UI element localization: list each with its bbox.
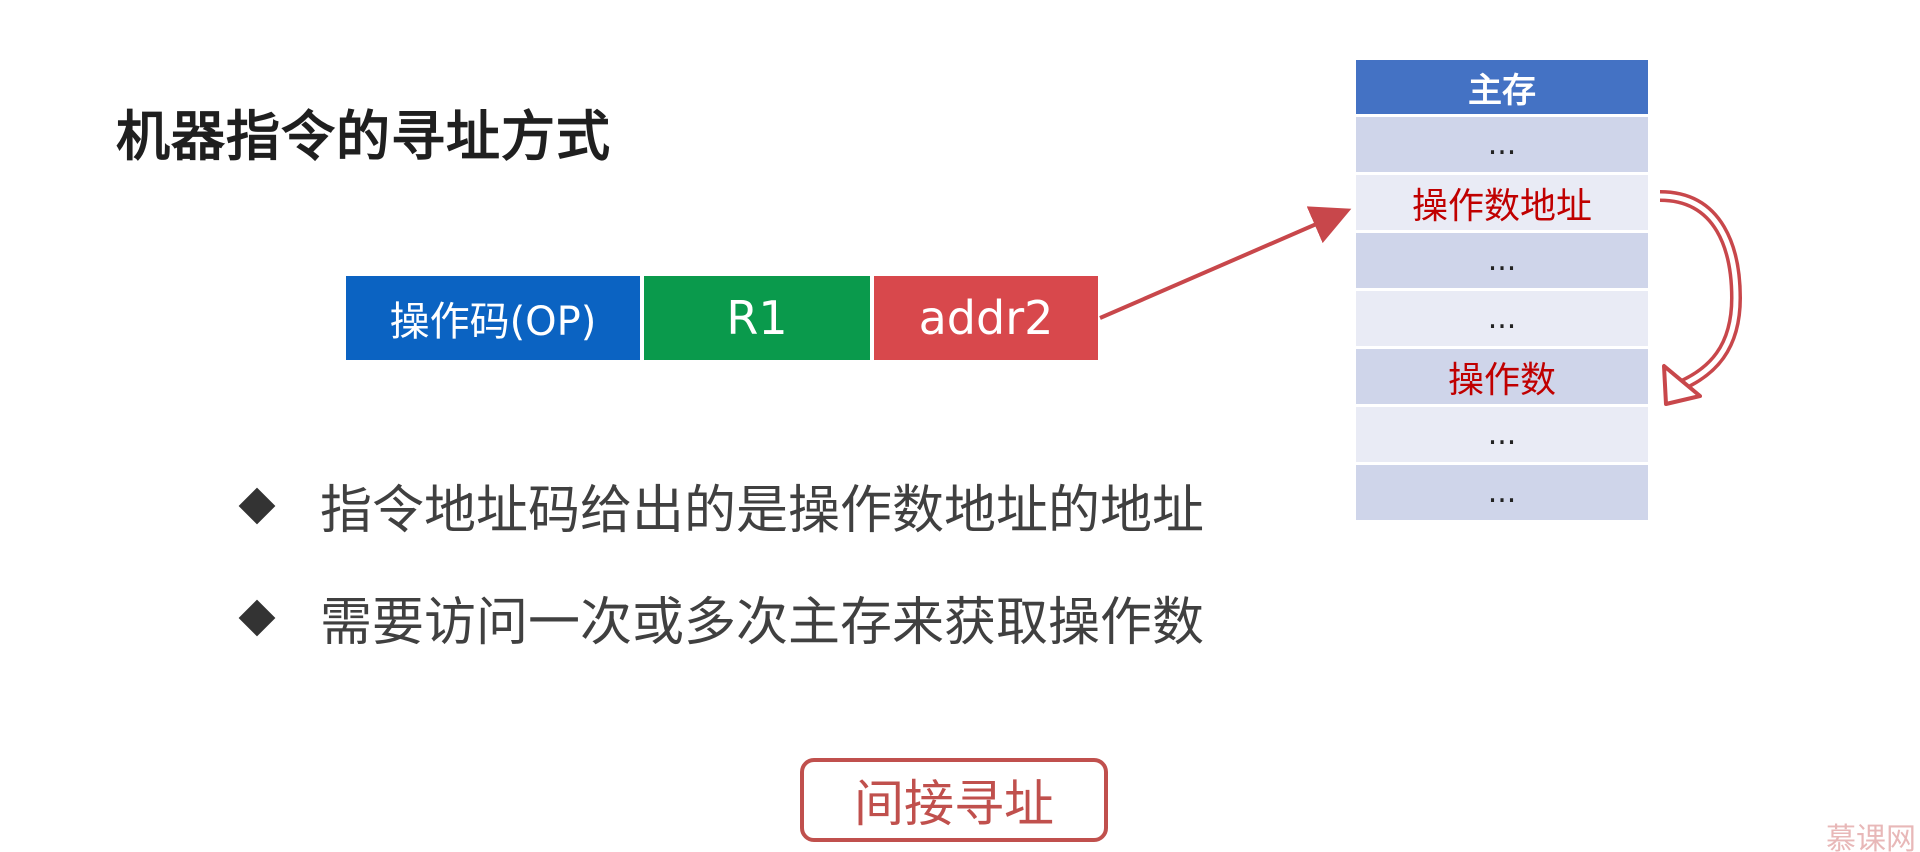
main-memory-header: 主存 <box>1356 60 1648 114</box>
memory-cell: ... <box>1356 291 1648 346</box>
diamond-bullet-icon <box>238 599 276 636</box>
curved-arrow-down-icon <box>1659 190 1743 406</box>
register-field: R1 <box>644 276 870 360</box>
memory-cell: ... <box>1356 465 1648 520</box>
watermark-logo: 慕课网 <box>1826 822 1916 852</box>
diamond-bullet-icon <box>238 487 276 524</box>
memory-cell-operand: 操作数 <box>1356 349 1648 404</box>
memory-cell-operand-address: 操作数地址 <box>1356 175 1648 230</box>
addressing-mode-button[interactable]: 间接寻址 <box>800 758 1108 842</box>
address-field: addr2 <box>874 276 1098 360</box>
memory-cell: ... <box>1356 233 1648 288</box>
bullet-text: 指令地址码给出的是操作数地址的地址 <box>320 481 1205 541</box>
bullet-text: 需要访问一次或多次主存来获取操作数 <box>320 593 1205 653</box>
memory-cell: ... <box>1356 117 1648 172</box>
opcode-field: 操作码(OP) <box>346 276 640 360</box>
memory-cell: ... <box>1356 407 1648 462</box>
main-memory-table: 主存 ... 操作数地址 ... ... 操作数 ... ... <box>1356 60 1648 520</box>
bullet-item: 需要访问一次或多次主存来获取操作数 <box>236 580 1204 655</box>
page-title: 机器指令的寻址方式 <box>116 105 611 168</box>
bullet-item: 指令地址码给出的是操作数地址的地址 <box>236 468 1204 543</box>
arrow-right-up-icon <box>1099 206 1352 320</box>
